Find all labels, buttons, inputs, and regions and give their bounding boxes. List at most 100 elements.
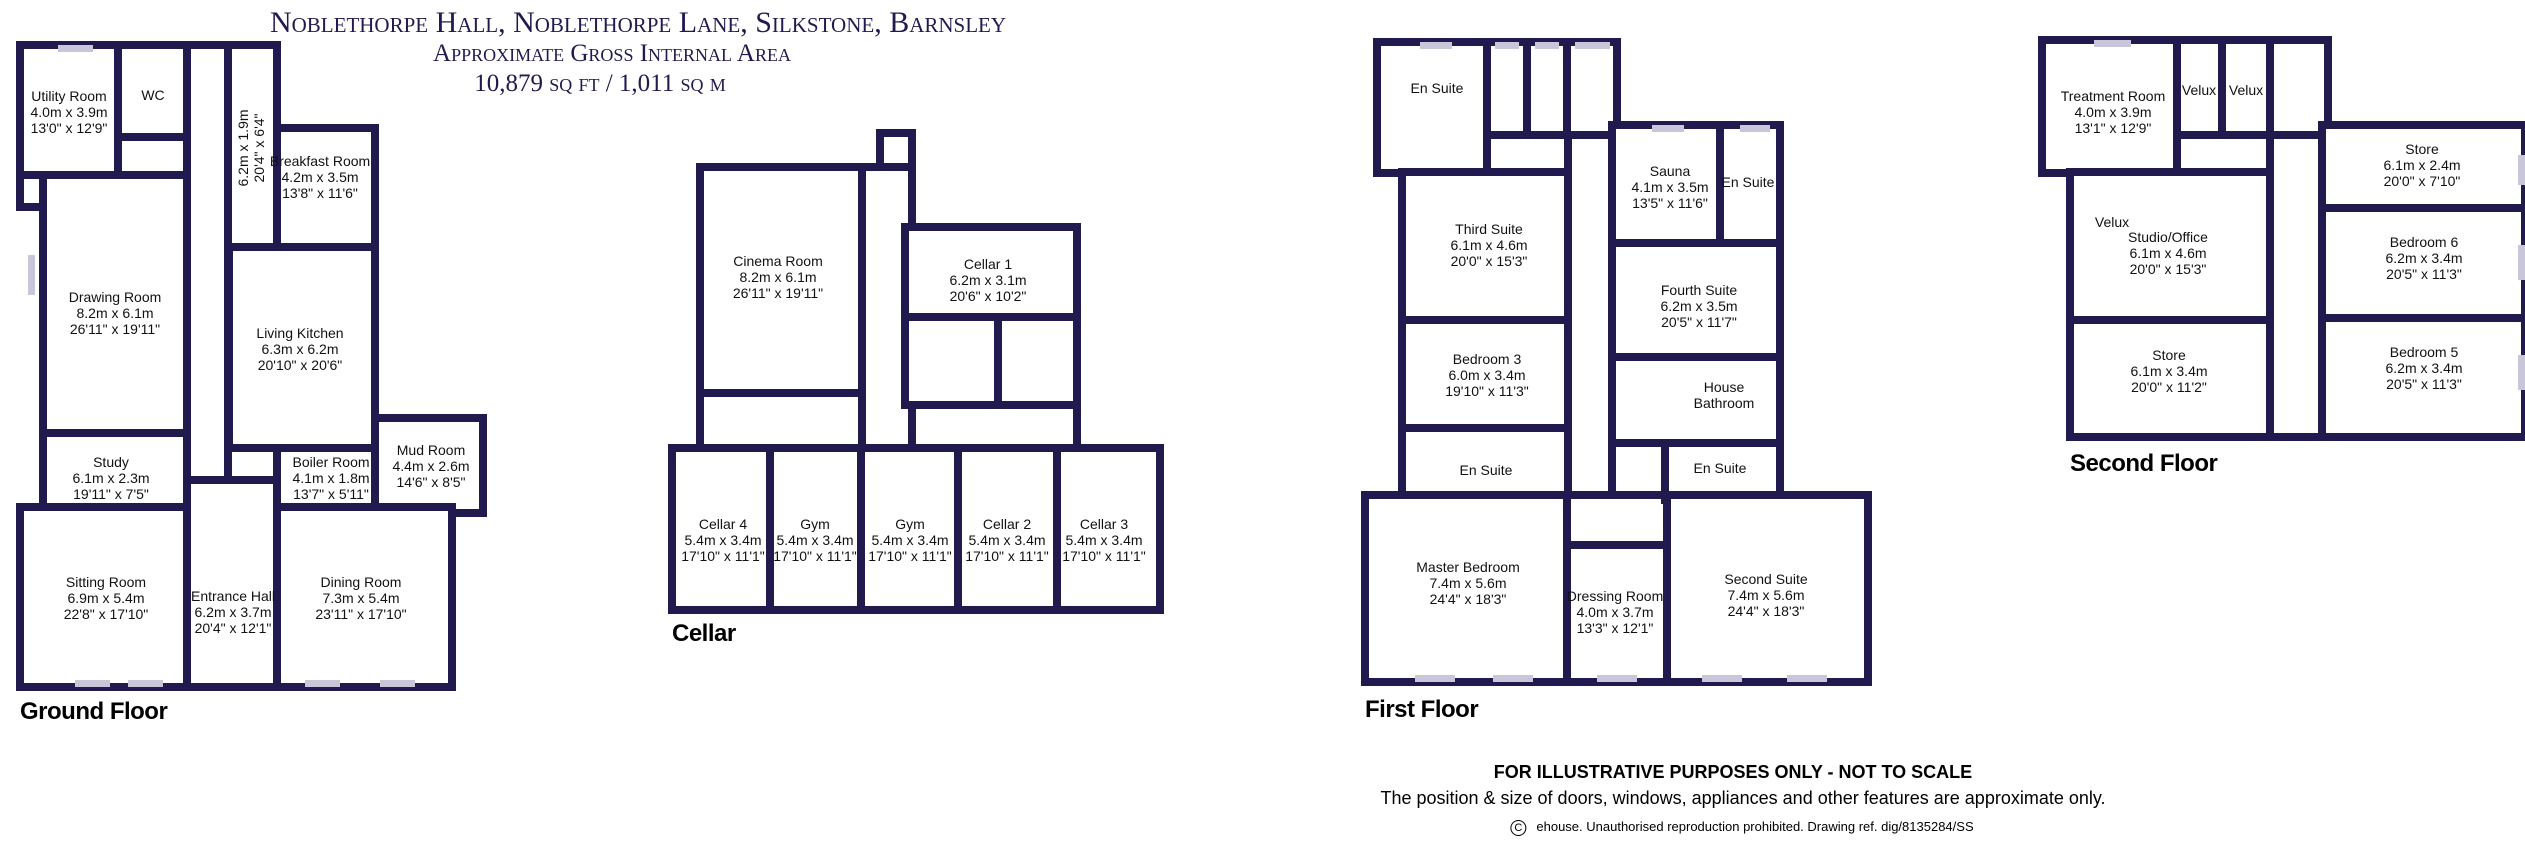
window [1495,42,1519,49]
window [128,680,163,687]
window [58,45,93,52]
room-name: Second Suite [1724,571,1808,587]
room-bedroom-5 [2318,314,2525,441]
room-label-en-suite: En Suite [1694,460,1747,476]
room-name: Velux [2228,82,2264,98]
room-imperial: 20'0" x 7'10" [2383,173,2461,189]
room-imperial: 20'4" x 12'1" [194,620,272,636]
room-imperial: 17'10" x 11'1" [1062,548,1146,564]
room-label-velux: Velux [2229,82,2263,98]
room-imperial: 20'0" x 15'3" [2129,261,2207,277]
room-imperial: 13'7" x 5'11" [293,486,369,502]
room-imperial: 13'3" x 12'1" [1576,620,1654,636]
floor-label-first: First Floor [1365,696,1479,723]
room-metric: 6.2m x 3.5m [1660,298,1738,314]
room-metric: 6.1m x 4.6m [1450,237,1528,253]
room-name: Bedroom 6 [2389,234,2459,250]
room-imperial: 24'4" x 18'3" [1727,603,1805,619]
room-name: Fourth Suite [1660,282,1738,298]
room-metric: 5.4m x 3.4m [871,532,949,548]
room-name: Sitting Room [65,574,147,590]
room-name: Studio/Office [2128,229,2208,245]
room-metric: 6.9m x 5.4m [67,590,145,606]
window [1597,675,1637,682]
window [2518,155,2525,185]
room-metric: 4.0m x 3.9m [30,104,108,120]
room-name: WC [141,87,165,103]
room-name: Drawing Room [68,289,162,305]
room-name: Dining Room [320,574,402,590]
disclaimer: FOR ILLUSTRATIVE PURPOSES ONLY - NOT TO … [1493,762,1973,782]
room-name: Cinema Room [733,253,823,269]
room-drawing-room [39,171,191,437]
room-name: Cellar 3 [1079,516,1129,532]
room-metric: 5.4m x 3.4m [776,532,854,548]
room-name: Utility Room [31,88,107,104]
room-breakfast-room [273,124,379,251]
room-velux [2218,36,2274,139]
room-name: Cellar 2 [982,516,1032,532]
room-store [2066,316,2274,441]
room-imperial: 13'5" x 11'6" [1632,195,1708,211]
corridor-area [1608,439,1669,499]
room-name: Master Bedroom [1416,559,1520,575]
room-entrance-hall [183,476,281,691]
window [1787,675,1827,682]
room-label-wc: WC [141,87,164,103]
room-imperial: 26'11" x 19'11" [732,285,824,301]
copyright-text: ehouse. Unauthorised reproduction prohib… [1536,819,1974,834]
room-name: Gym [895,516,925,532]
window [1652,125,1684,132]
room-label-velux: Velux [2182,82,2216,98]
room-metric: 6.2m x 3.4m [2385,250,2463,266]
room-imperial: 26'11" x 19'11" [69,321,161,337]
room-imperial: 22'8" x 17'10" [63,606,149,622]
room-imperial: 20'0" x 11'2" [2131,379,2207,395]
room-metric: 6.0m x 3.4m [1448,367,1526,383]
window [380,680,415,687]
room-metric: 4.1m x 1.8m [292,470,370,486]
room-label-en-suite: En Suite [1411,80,1464,96]
room-imperial: 17'10" x 11'1" [965,548,1049,564]
room-imperial: 14'6" x 8'5" [396,474,466,490]
room-name: Dressing Room [1566,588,1664,604]
room-imperial: 20'5" x 11'7" [1661,314,1737,330]
room-metric: 6.2m x 1.9m [235,109,251,187]
room-name: Third Suite [1455,221,1523,237]
floor-label-cellar: Cellar [672,620,736,647]
room-metric: 4.0m x 3.9m [2074,104,2152,120]
room-imperial: 13'0" x 12'9" [30,120,108,136]
corridor-area [901,313,1002,409]
room-name: Store [2152,347,2186,363]
studio-velux-label: Velux [2094,214,2130,230]
room-metric: 8.2m x 6.1m [76,305,154,321]
room-metric: 7.4m x 5.6m [1727,587,1805,603]
room-wc [114,41,191,141]
room-metric: 5.4m x 3.4m [1065,532,1143,548]
room-imperial: 13'1" x 12'9" [2074,120,2152,136]
room-cellar-1 [901,223,1081,321]
room-name: Living Kitchen [256,325,344,341]
room-en-suite [1373,38,1491,177]
room-name: Cellar 4 [698,516,748,532]
area-heading: Approximate Gross Internal Area [433,40,791,67]
room-imperial: 20'4" x 6'4" [251,113,267,183]
room-gym [766,444,865,614]
room-imperial: 20'6" x 10'2" [949,288,1027,304]
room-metric: 6.2m x 3.7m [194,604,272,620]
window [1740,125,1770,132]
room-metric: 4.1m x 3.5m [1631,179,1709,195]
room-imperial: 17'10" x 11'1" [681,548,765,564]
room-mud-room [371,414,487,517]
room-bedroom-3 [1398,316,1572,432]
